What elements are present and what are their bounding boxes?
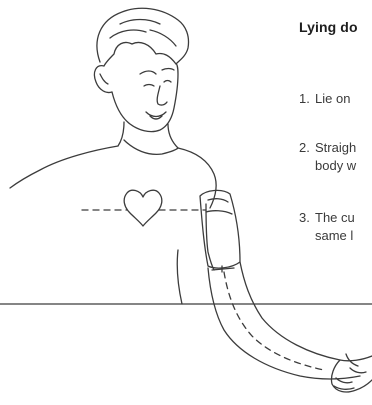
step-text: Lie on — [315, 91, 350, 106]
step-2: 2.Straigh body w — [299, 139, 356, 175]
step-text: Straigh — [315, 140, 356, 155]
step-text-continued: same l — [299, 227, 355, 245]
step-number: 1. — [299, 90, 315, 108]
step-text: The cu — [315, 210, 355, 225]
torso-outline — [10, 146, 118, 188]
heart-icon — [124, 190, 162, 226]
step-number: 2. — [299, 139, 315, 157]
step-1: 1.Lie on — [299, 90, 350, 108]
instructions-panel: Lying do 1.Lie on 2.Straigh body w 3.The… — [299, 0, 372, 405]
step-text-continued: body w — [299, 157, 356, 175]
section-heading: Lying do — [299, 19, 358, 35]
step-3: 3.The cu same l — [299, 209, 355, 245]
face-outline — [112, 64, 178, 132]
step-number: 3. — [299, 209, 315, 227]
